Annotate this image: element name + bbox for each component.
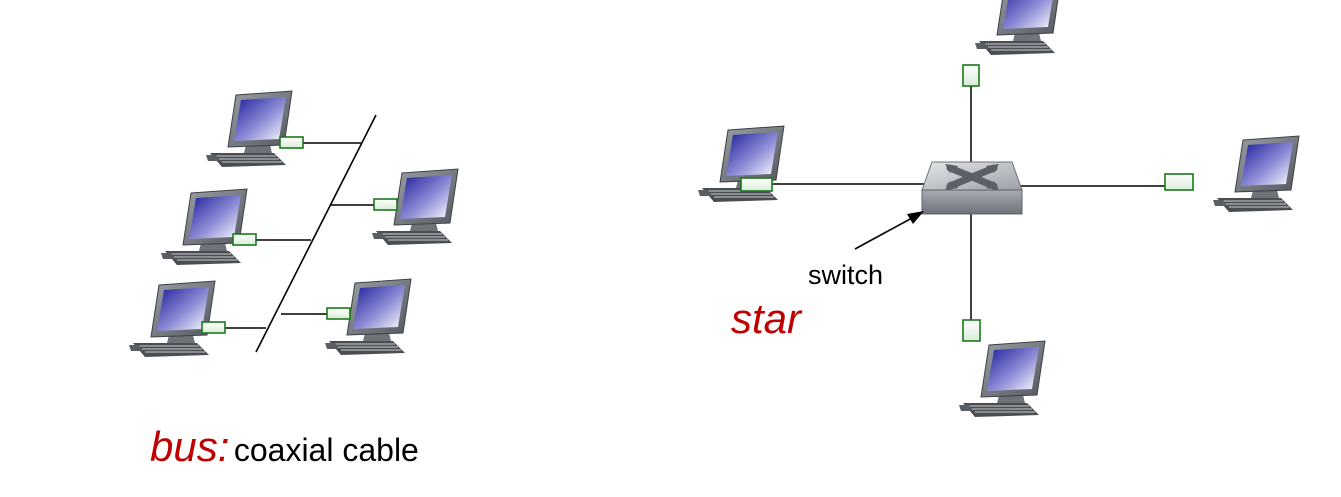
network-adapter — [373, 198, 398, 211]
star-host-right — [1164, 135, 1300, 213]
computer-icon — [205, 90, 293, 168]
star-host-bottom — [958, 319, 1046, 418]
bus-host-4 — [371, 168, 459, 246]
network-adapter — [740, 177, 773, 192]
computer-icon — [128, 280, 216, 358]
star-host-left — [697, 125, 785, 203]
computer-icon — [958, 340, 1046, 418]
switch-pointer-arrow — [854, 211, 924, 250]
bus-host-3 — [128, 280, 226, 358]
computer-icon — [160, 188, 248, 266]
network-adapter — [201, 321, 226, 334]
network-adapter — [279, 136, 304, 149]
star-topology-name: star — [731, 295, 802, 342]
network-adapter — [962, 319, 981, 342]
bus-caption: bus: coaxial cable — [150, 426, 419, 471]
network-adapter — [232, 233, 257, 246]
bus-topology-description: coaxial cable — [233, 432, 419, 468]
bus-host-1 — [205, 90, 304, 168]
star-host-top — [962, 0, 1062, 87]
network-adapter — [1164, 173, 1194, 191]
bus-topology-name: bus: — [150, 423, 230, 470]
computer-icon — [1212, 135, 1300, 213]
network-adapter — [962, 64, 980, 87]
network-adapter — [326, 307, 351, 320]
switch-label: switch — [808, 260, 884, 290]
bus-topology — [128, 90, 459, 358]
bus-coaxial-cable — [255, 114, 377, 353]
star-topology — [697, 0, 1300, 418]
bus-host-5 — [324, 278, 412, 356]
switch-icon — [921, 161, 1023, 215]
computer-icon — [974, 0, 1062, 56]
bus-host-2 — [160, 188, 257, 266]
